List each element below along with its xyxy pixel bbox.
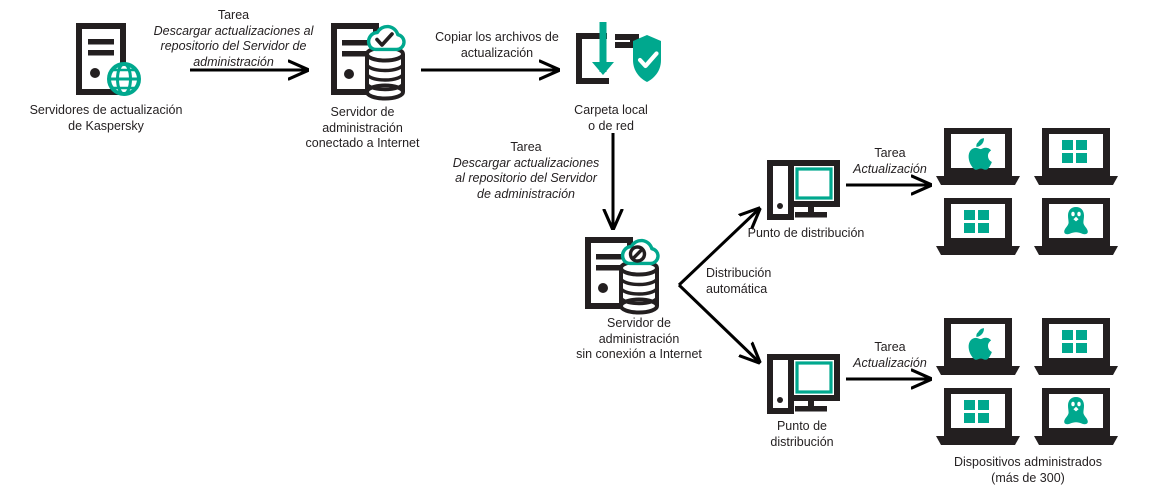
desktop-computer-icon-top (767, 160, 840, 220)
caption-distribution-point-bottom: Punto de distribución (770, 419, 834, 449)
edge-label-italic: Descargar actualizaciones al repositorio… (452, 155, 600, 201)
laptop-apple-icon (936, 128, 1020, 185)
caption-admin-server-offline: Servidor de administración sin conexión … (576, 316, 702, 361)
laptop-windows-icon (936, 198, 1020, 255)
laptop-apple-icon (936, 318, 1020, 375)
laptop-linux-icon (1034, 388, 1118, 445)
arrow-branch-to-distribution-point-bottom (677, 283, 759, 362)
laptop-windows-icon (1034, 318, 1118, 375)
caption-distribution-point-top: Punto de distribución (747, 226, 865, 240)
server-tower-globe-icon (76, 23, 141, 96)
laptop-windows-icon (936, 388, 1020, 445)
edge-label-regular: Distribución automática (706, 266, 772, 296)
edge-label-update-task-top: Tarea Actualización (848, 146, 932, 177)
edge-label-regular: Tarea (874, 340, 906, 354)
edge-label-regular: Copiar los archivos de actualización (435, 30, 559, 60)
edge-label-copy-files: Copiar los archivos de actualización (423, 30, 571, 61)
edge-label-regular: Tarea (874, 146, 906, 160)
edge-label-update-task-bottom: Tarea Actualización (848, 340, 932, 371)
edge-label-download-to-offline-server: Tarea Descargar actualizaciones al repos… (450, 140, 602, 202)
edge-label-regular: Tarea (510, 140, 542, 154)
edge-label-regular: Tarea (217, 8, 250, 22)
desktop-computer-icon-bottom (767, 354, 840, 414)
edge-label-italic: Actualización (853, 355, 927, 370)
arrow-branch-to-distribution-point-top (677, 209, 759, 287)
laptop-linux-icon (1034, 198, 1118, 255)
edge-label-italic: Descargar actualizaciones al repositorio… (153, 23, 314, 69)
edge-label-italic: Actualización (853, 161, 927, 176)
laptop-windows-icon (1034, 128, 1118, 185)
caption-kaspersky-update-servers: Servidores de actualización de Kaspersky (29, 103, 183, 133)
folder-download-shield-icon (576, 22, 661, 84)
edge-label-automatic-distribution: Distribución automática (706, 266, 798, 297)
caption-admin-server-online: Servidor de administración conectado a I… (305, 105, 420, 150)
caption-managed-devices: Dispositivos administrados (más de 300) (954, 455, 1102, 485)
server-database-cloud-blocked-icon (585, 237, 660, 315)
edge-label-download-to-online-server: Tarea Descargar actualizaciones al repos… (151, 8, 316, 70)
caption-local-folder: Carpeta local o de red (574, 103, 648, 133)
server-database-cloud-check-icon (331, 23, 406, 101)
